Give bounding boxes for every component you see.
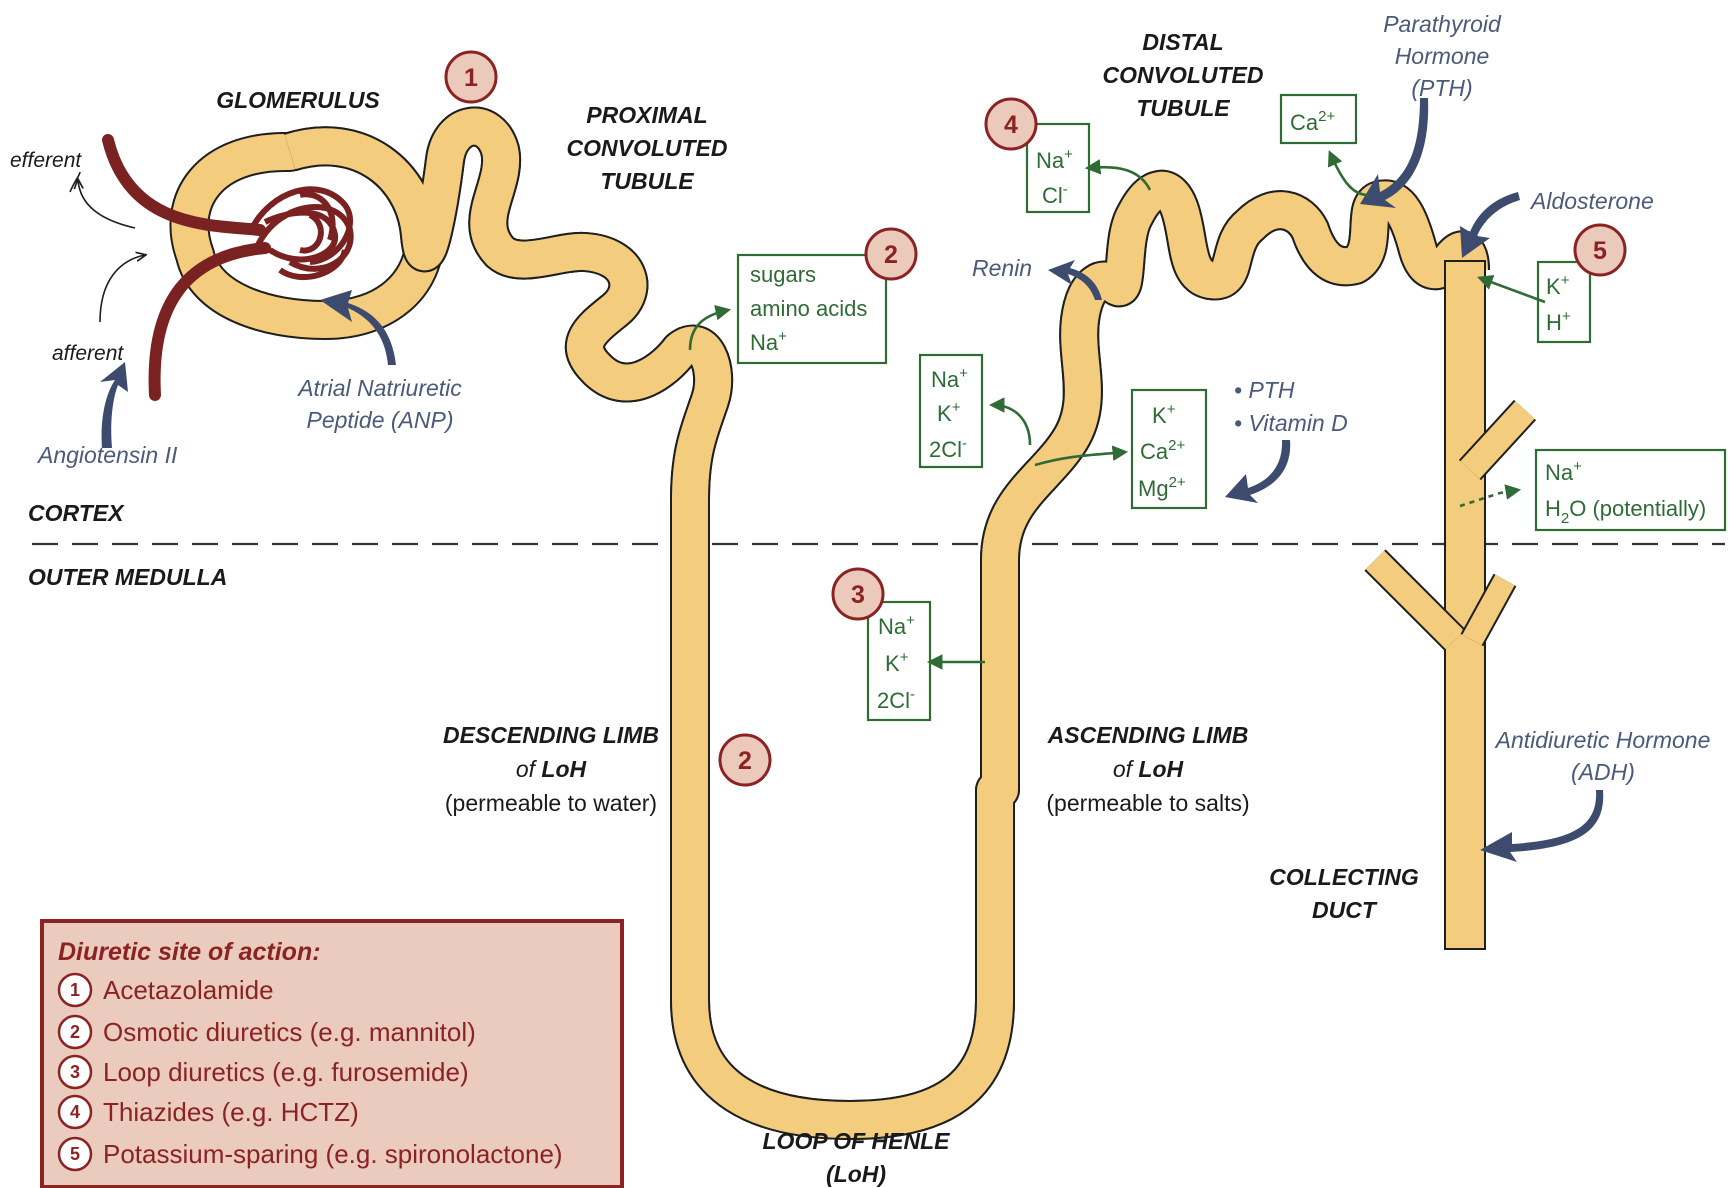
legend-item-3: 3 Loop diuretics (e.g. furosemide) xyxy=(59,1056,469,1088)
collecting-duct-label-line1: COLLECTING xyxy=(1269,864,1419,890)
svg-text:2: 2 xyxy=(70,1022,80,1042)
svg-text:Osmotic diuretics (e.g. mannit: Osmotic diuretics (e.g. mannitol) xyxy=(103,1017,476,1047)
svg-text:Acetazolamide: Acetazolamide xyxy=(103,975,274,1005)
cd-na-label: Na+ xyxy=(1545,458,1582,485)
pth-label-line1: Parathyroid xyxy=(1383,11,1502,37)
pct-label-line2: CONVOLUTED xyxy=(567,135,728,161)
svg-text:3: 3 xyxy=(70,1062,80,1082)
dct-ca-label: Ca2+ xyxy=(1290,108,1335,135)
pct-label-line1: PROXIMAL xyxy=(586,102,707,128)
dct-label-line3: TUBULE xyxy=(1136,95,1230,121)
descending-limb-of-loh: of LoH xyxy=(516,756,587,782)
medullary-2cl-label: 2Cl- xyxy=(877,686,915,713)
cd-h-label: H+ xyxy=(1546,308,1571,335)
pth-label-line3: (PTH) xyxy=(1411,75,1472,101)
diuretic-legend: Diuretic site of action: 1 Acetazolamide… xyxy=(42,921,622,1187)
svg-text:3: 3 xyxy=(851,581,865,609)
svg-text:1: 1 xyxy=(464,64,478,92)
svg-text:Potassium-sparing (e.g. spiron: Potassium-sparing (e.g. spironolactone) xyxy=(103,1139,563,1169)
anp-label-line1: Atrial Natriuretic xyxy=(296,375,462,401)
svg-text:4: 4 xyxy=(1004,111,1018,139)
ascending-limb-of-loh: of LoH xyxy=(1113,756,1184,782)
pct-na-label: Na+ xyxy=(750,328,787,355)
pct-sugars-label: sugars xyxy=(750,262,816,287)
para-k-label: K+ xyxy=(1152,401,1176,428)
adh-label-line1: Antidiuretic Hormone xyxy=(1494,727,1711,753)
svg-text:5: 5 xyxy=(1593,237,1607,265)
vitamin-d-bullet-label: • Vitamin D xyxy=(1234,410,1348,436)
svg-text:2: 2 xyxy=(738,747,752,775)
cd-k-label: K+ xyxy=(1546,272,1570,299)
ascending-limb-title: ASCENDING LIMB xyxy=(1047,722,1249,748)
pct-amino-acids-label: amino acids xyxy=(750,296,867,321)
svg-text:4: 4 xyxy=(70,1102,80,1122)
pth-label-line2: Hormone xyxy=(1395,43,1490,69)
tal-2cl-label: 2Cl- xyxy=(929,435,967,462)
glomerulus-label: GLOMERULUS xyxy=(216,87,380,113)
pth-bullet-label: • PTH xyxy=(1234,377,1295,403)
svg-text:5: 5 xyxy=(70,1144,80,1164)
legend-title: Diuretic site of action: xyxy=(58,938,321,966)
ascending-limb-note: (permeable to salts) xyxy=(1046,790,1249,816)
dct-na-label: Na+ xyxy=(1036,146,1073,173)
efferent-label: efferent xyxy=(10,149,82,172)
adh-label-line2: (ADH) xyxy=(1571,759,1635,785)
anp-label-line2: Peptide (ANP) xyxy=(306,407,453,433)
angiotensin-label: Angiotensin II xyxy=(36,442,178,468)
descending-limb-title: DESCENDING LIMB xyxy=(443,722,659,748)
marker-1: 1 xyxy=(446,52,496,102)
svg-text:2: 2 xyxy=(884,241,898,269)
loop-label-line1: LOOP OF HENLE xyxy=(763,1128,951,1154)
medullary-na-label: Na+ xyxy=(878,612,915,639)
marker-2-pct: 2 xyxy=(866,229,916,279)
dct-label-line2: CONVOLUTED xyxy=(1103,62,1264,88)
para-ca-label: Ca2+ xyxy=(1140,437,1185,464)
legend-item-4: 4 Thiazides (e.g. HCTZ) xyxy=(59,1096,359,1128)
tal-na-label: Na+ xyxy=(931,365,968,392)
cd-h2o-label: H2O (potentially) xyxy=(1545,496,1706,527)
outer-medulla-label: OUTER MEDULLA xyxy=(28,564,227,590)
marker-5: 5 xyxy=(1575,225,1625,275)
marker-4: 4 xyxy=(986,99,1036,149)
cortex-label: CORTEX xyxy=(28,500,125,526)
svg-text:Thiazides (e.g. HCTZ): Thiazides (e.g. HCTZ) xyxy=(103,1097,359,1127)
medullary-k-label: K+ xyxy=(885,649,909,676)
loop-label-line2: (LoH) xyxy=(826,1161,886,1187)
dct-label-line1: DISTAL xyxy=(1142,29,1223,55)
svg-text:1: 1 xyxy=(70,980,80,1000)
renin-label: Renin xyxy=(972,255,1032,281)
pct-label-line3: TUBULE xyxy=(600,168,694,194)
aldosterone-label: Aldosterone xyxy=(1529,188,1654,214)
legend-item-2: 2 Osmotic diuretics (e.g. mannitol) xyxy=(59,1016,476,1048)
legend-item-5: 5 Potassium-sparing (e.g. spironolactone… xyxy=(59,1138,563,1170)
descending-limb-note: (permeable to water) xyxy=(445,790,657,816)
dct-cl-label: Cl- xyxy=(1042,181,1068,208)
collecting-duct-label-line2: DUCT xyxy=(1312,897,1378,923)
para-mg-label: Mg2+ xyxy=(1138,474,1186,501)
marker-2-descending: 2 xyxy=(720,735,770,785)
afferent-label: afferent xyxy=(52,342,124,365)
tal-k-label: K+ xyxy=(937,399,961,426)
svg-text:Loop diuretics (e.g. furosemid: Loop diuretics (e.g. furosemide) xyxy=(103,1057,469,1087)
marker-3: 3 xyxy=(833,569,883,619)
